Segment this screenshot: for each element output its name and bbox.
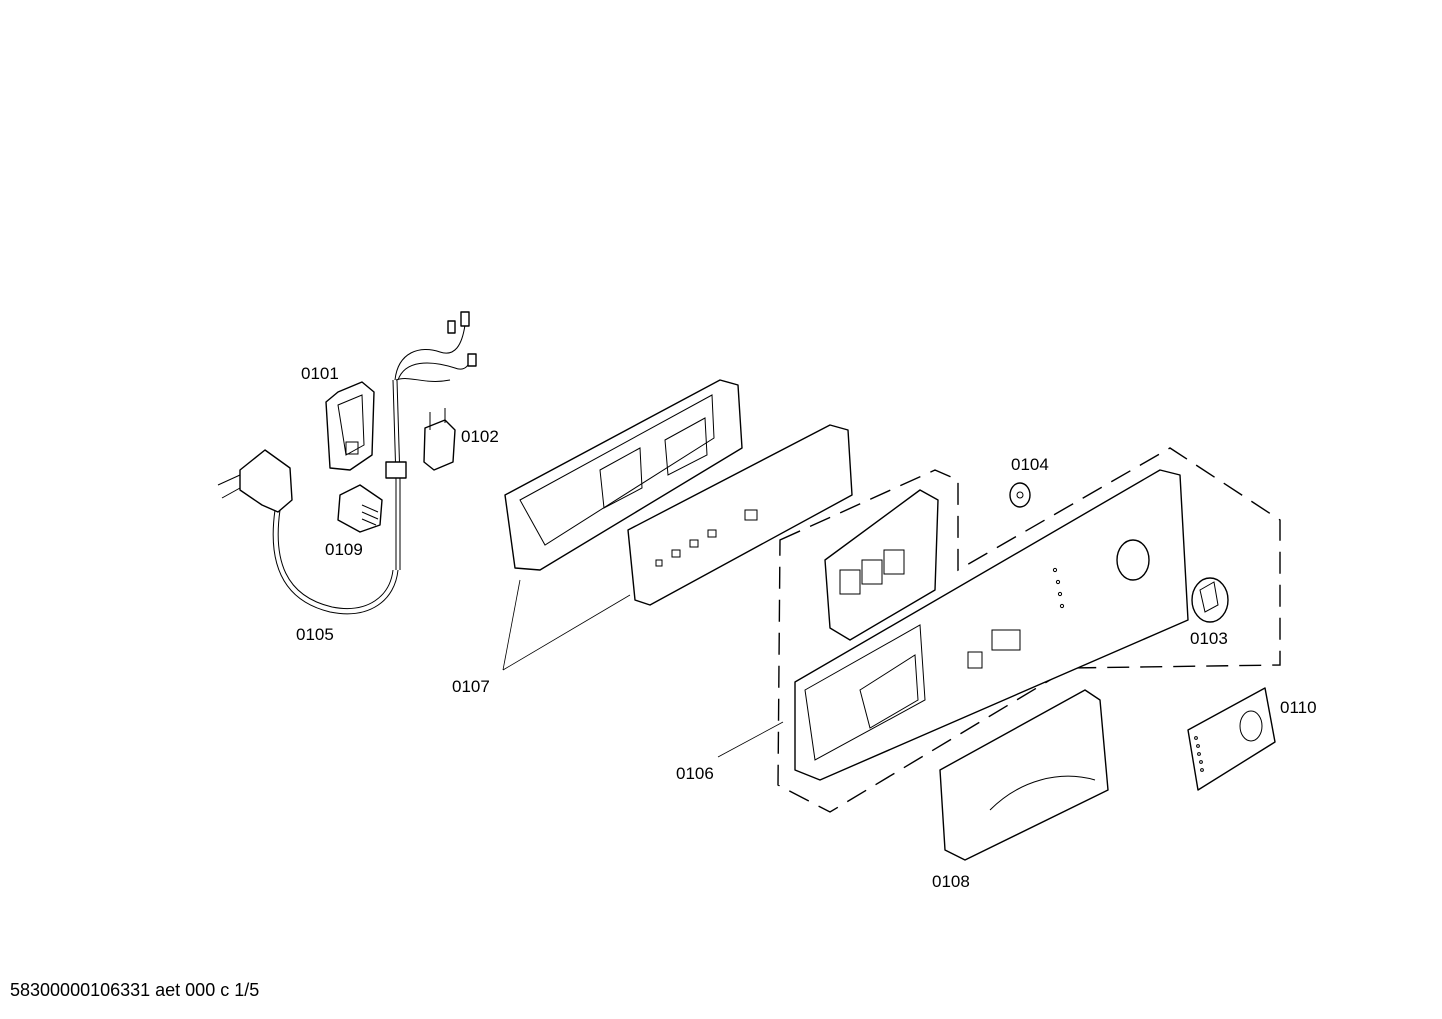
label-0109: 0109 — [325, 540, 363, 559]
label-0110: 0110 — [1280, 698, 1317, 717]
label-0104: 0104 — [1011, 455, 1049, 474]
drawer-handle-0108[interactable] — [939, 689, 1109, 861]
cable-clamp-0101[interactable] — [325, 381, 375, 471]
terminal-block-0109[interactable] — [337, 484, 383, 533]
document-footer-code: 58300000106331 aet 000 c 1/5 — [10, 980, 260, 1000]
label-0102: 0102 — [461, 427, 499, 446]
suppressor-0102[interactable] — [423, 408, 456, 471]
control-frame-0107[interactable] — [502, 379, 853, 671]
mains-cable-0105[interactable] — [217, 311, 477, 615]
label-plate-0110[interactable] — [1187, 687, 1276, 791]
fascia-panel-0106[interactable] — [717, 447, 1281, 813]
label-0107: 0107 — [452, 677, 490, 696]
control-knob-0103[interactable] — [1191, 577, 1229, 623]
label-0106: 0106 — [676, 764, 714, 783]
label-0103: 0103 — [1190, 629, 1228, 648]
label-0108: 0108 — [932, 872, 970, 891]
label-0105: 0105 — [296, 625, 334, 644]
knob-insert-0104[interactable] — [1009, 482, 1031, 508]
label-0101: 0101 — [301, 364, 339, 383]
